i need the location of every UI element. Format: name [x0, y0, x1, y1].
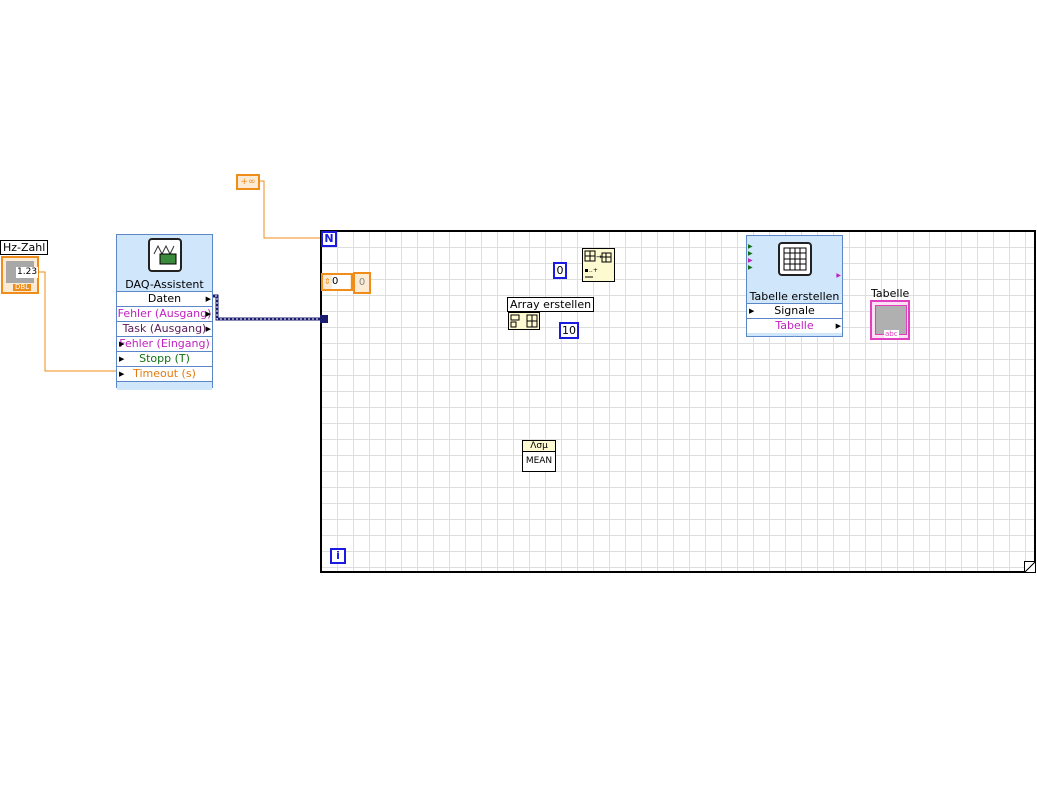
terminal-signale[interactable]: ▶Signale [747, 303, 842, 318]
expand-chevron-icon[interactable]: ⌄ [791, 332, 798, 339]
dbl-type-tag: DBL [13, 283, 32, 291]
input-arrow-icon: ▶ [748, 250, 753, 257]
table-icon [777, 242, 812, 276]
input-arrow-icon: ▶ [748, 264, 753, 271]
table-indicator[interactable]: abc [870, 300, 910, 340]
loop-iteration-terminal[interactable]: i [330, 548, 346, 564]
mean-icon: Λσμ [523, 441, 555, 452]
build-array-icon [510, 314, 538, 328]
wire-hz-to-timeout[interactable] [38, 271, 117, 372]
string-type-tag: abc [884, 330, 899, 338]
hz-zahl-label: Hz-Zahl [0, 240, 49, 255]
array-subset-icon: → ..+ [584, 250, 612, 278]
terminal-fehler-eingang[interactable]: ▶Fehler (Eingang) [117, 336, 212, 351]
mean-label: MEAN [525, 456, 553, 466]
infinity-constant[interactable]: +∞ [236, 174, 260, 190]
output-arrow-icon: ▶ [205, 310, 211, 318]
daq-title: DAQ-Assistent [125, 278, 204, 291]
array-subset-node[interactable]: → ..+ [582, 248, 615, 282]
for-loop[interactable] [320, 230, 1036, 573]
wire-infinity-to-count[interactable] [257, 180, 322, 239]
output-arrow-icon: ▶ [835, 322, 841, 330]
spinner-icon: ⇕ [324, 277, 331, 286]
daq-assistant-node[interactable]: DAQ-Assistent Daten▶ Fehler (Ausgang)▶ T… [116, 234, 213, 390]
table-builder-node[interactable]: ▶ ▶ ▶ ▶ ▶ Tabelle erstellen ▶Signale Tab… [746, 235, 843, 339]
daq-card-icon [147, 238, 182, 272]
terminal-task-ausgang[interactable]: Task (Ausgang)▶ [117, 321, 212, 336]
length-constant[interactable]: 10 [559, 322, 579, 339]
terminal-daten[interactable]: Daten▶ [117, 291, 212, 306]
terminal-fehler-ausgang[interactable]: Fehler (Ausgang)▶ [117, 306, 212, 321]
terminal-timeout[interactable]: ▶Timeout (s) [117, 366, 212, 381]
index-constant[interactable]: 0 [553, 262, 567, 279]
daq-footer [117, 381, 212, 390]
table-builder-title: Tabelle erstellen [749, 290, 840, 303]
init-constant[interactable]: 0 [353, 272, 371, 294]
input-arrow-icon: ▶ [749, 307, 755, 315]
table-builder-header: ▶ ▶ ▶ ▶ ▶ [747, 236, 842, 290]
shift-register-value: 0 [332, 275, 350, 289]
input-arrow-icon: ▶ [119, 370, 125, 378]
output-arrow-icon: ▶ [205, 295, 211, 303]
data-tunnel[interactable] [320, 315, 328, 323]
hz-zahl-control[interactable]: 1.23 DBL [1, 256, 39, 294]
svg-text:..+: ..+ [589, 267, 598, 274]
output-arrow-icon: ▶ [836, 272, 841, 279]
input-arrow-icon: ▶ [119, 340, 125, 348]
terminal-tabelle[interactable]: Tabelle▶ [747, 318, 842, 333]
loop-count-terminal[interactable]: N [321, 231, 337, 247]
output-arrow-icon: ▶ [205, 325, 211, 333]
input-arrow-icon: ▶ [119, 355, 125, 363]
shift-register[interactable]: ⇕ 0 [321, 273, 353, 291]
svg-text:→: → [596, 253, 602, 261]
wire-daten-to-tunnel[interactable] [211, 294, 324, 321]
loop-resize-handle[interactable] [1024, 561, 1035, 572]
table-indicator-label: Tabelle [871, 287, 910, 300]
terminal-stopp[interactable]: ▶Stopp (T) [117, 351, 212, 366]
build-array-node[interactable] [508, 312, 540, 330]
input-arrow-icon: ▶ [748, 243, 753, 250]
mean-node[interactable]: Λσμ MEAN [522, 440, 556, 472]
daq-header [117, 235, 212, 278]
input-arrow-icon: ▶ [748, 257, 753, 264]
hz-zahl-value: 1.23 [16, 267, 39, 278]
array-build-tooltip: Array erstellen [507, 297, 595, 312]
